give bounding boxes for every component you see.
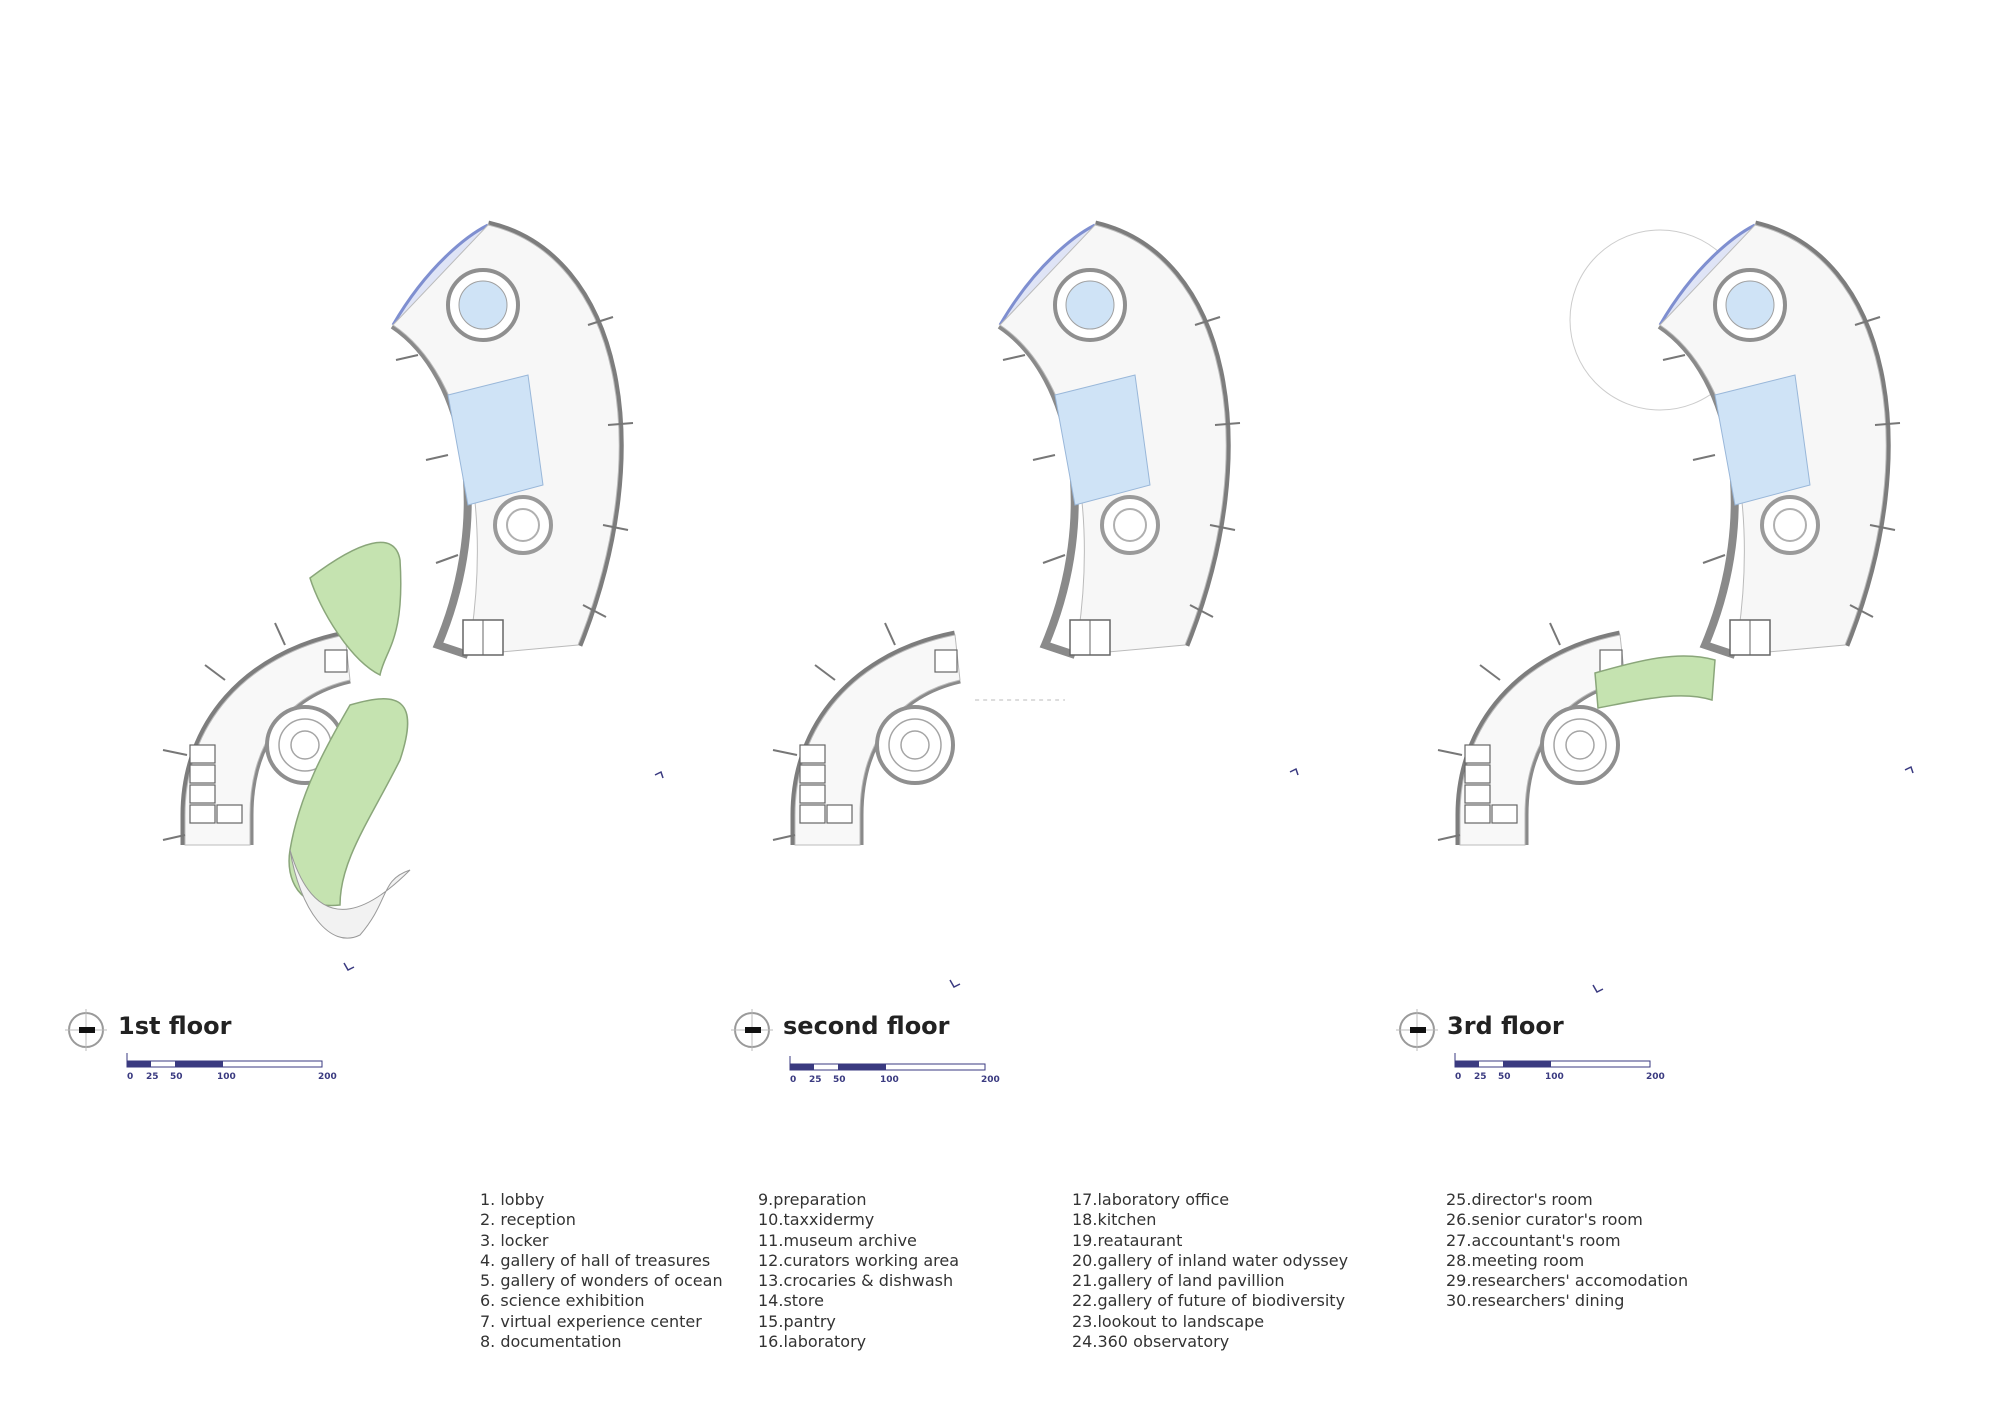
legend-column-4: 25.director's room 26.senior curator's r…: [1446, 1190, 1688, 1312]
legend-item: 1. lobby: [480, 1190, 545, 1209]
scale-tick-25: 25: [1474, 1072, 1487, 1082]
legend-item: 28.meeting room: [1446, 1250, 1585, 1270]
scale-tick-100: 100: [880, 1075, 899, 1085]
legend-item: 29.researchers' accomodation: [1446, 1271, 1689, 1291]
legend-column-3: 17.laboratory office 18.kitchen 19.reata…: [1072, 1190, 1348, 1352]
legend-item: 14.store: [758, 1291, 824, 1311]
legend-item: 4. gallery of hall of treasures: [480, 1250, 711, 1270]
legend-item: 16.laboratory: [758, 1332, 867, 1352]
legend-item: 26.senior curator's room: [1446, 1210, 1643, 1230]
legend-item: 3. locker: [480, 1230, 549, 1250]
scale-tick-100: 100: [1545, 1072, 1564, 1082]
scale-tick-200: 200: [981, 1075, 1000, 1085]
legend-item: 19.reataurant: [1072, 1230, 1183, 1250]
scale-tick-50: 50: [170, 1072, 183, 1082]
legend-item: 22.gallery of future of biodiversity: [1072, 1291, 1346, 1311]
legend-item: 12.curators working area: [758, 1250, 960, 1270]
second-floor-plan: [773, 225, 1240, 845]
legend-item: 7. virtual experience center: [480, 1311, 702, 1331]
legend-item: 24.360 observatory: [1072, 1332, 1230, 1352]
legend-item: 18.kitchen: [1072, 1210, 1157, 1230]
legend-item: 23.lookout to landscape: [1072, 1311, 1265, 1331]
third-floor-plan: [1438, 225, 1900, 845]
legend-column-1: 1. lobby 2. reception 3. locker 4. galle…: [480, 1190, 723, 1352]
scale-tick-25: 25: [146, 1072, 159, 1082]
scale-tick-200: 200: [1646, 1072, 1665, 1082]
legend-item: 5. gallery of wonders of ocean: [480, 1271, 723, 1291]
scale-tick-0: 0: [127, 1072, 133, 1082]
scale-tick-50: 50: [833, 1075, 846, 1085]
legend-item: 10.taxxidermy: [758, 1210, 875, 1230]
scale-tick-50: 50: [1498, 1072, 1511, 1082]
scale-tick-100: 100: [217, 1072, 236, 1082]
legend-item: 11.museum archive: [758, 1230, 917, 1250]
legend-item: 15.pantry: [758, 1311, 836, 1331]
floor-title-first: 1st floor: [118, 1012, 232, 1040]
legend-item: 25.director's room: [1446, 1190, 1593, 1209]
legend-item: 13.crocaries & dishwash: [758, 1271, 954, 1291]
legend-item: 30.researchers' dining: [1446, 1291, 1625, 1311]
section-marks: [343, 765, 1914, 993]
legend-item: 17.laboratory office: [1072, 1190, 1230, 1209]
legend-item: 21.gallery of land pavillion: [1072, 1271, 1285, 1291]
legend-item: 20.gallery of inland water odyssey: [1072, 1250, 1349, 1270]
legend-item: 8. documentation: [480, 1332, 622, 1352]
floor-title-third: 3rd floor: [1447, 1012, 1564, 1040]
north-symbols: [65, 1009, 1438, 1051]
scale-bars: [126, 1053, 1651, 1071]
scale-tick-0: 0: [1455, 1072, 1461, 1082]
scale-tick-25: 25: [809, 1075, 822, 1085]
legend-item: 9.preparation: [758, 1190, 867, 1209]
legend-item: 2. reception: [480, 1210, 576, 1230]
first-floor-plan: [163, 225, 633, 939]
floor-title-second: second floor: [783, 1012, 950, 1040]
legend-item: 27.accountant's room: [1446, 1230, 1621, 1250]
legend-item: 6. science exhibition: [480, 1291, 645, 1311]
legend-column-2: 9.preparation 10.taxxidermy 11.museum ar…: [758, 1190, 959, 1352]
scale-tick-200: 200: [318, 1072, 337, 1082]
scale-tick-0: 0: [790, 1075, 796, 1085]
